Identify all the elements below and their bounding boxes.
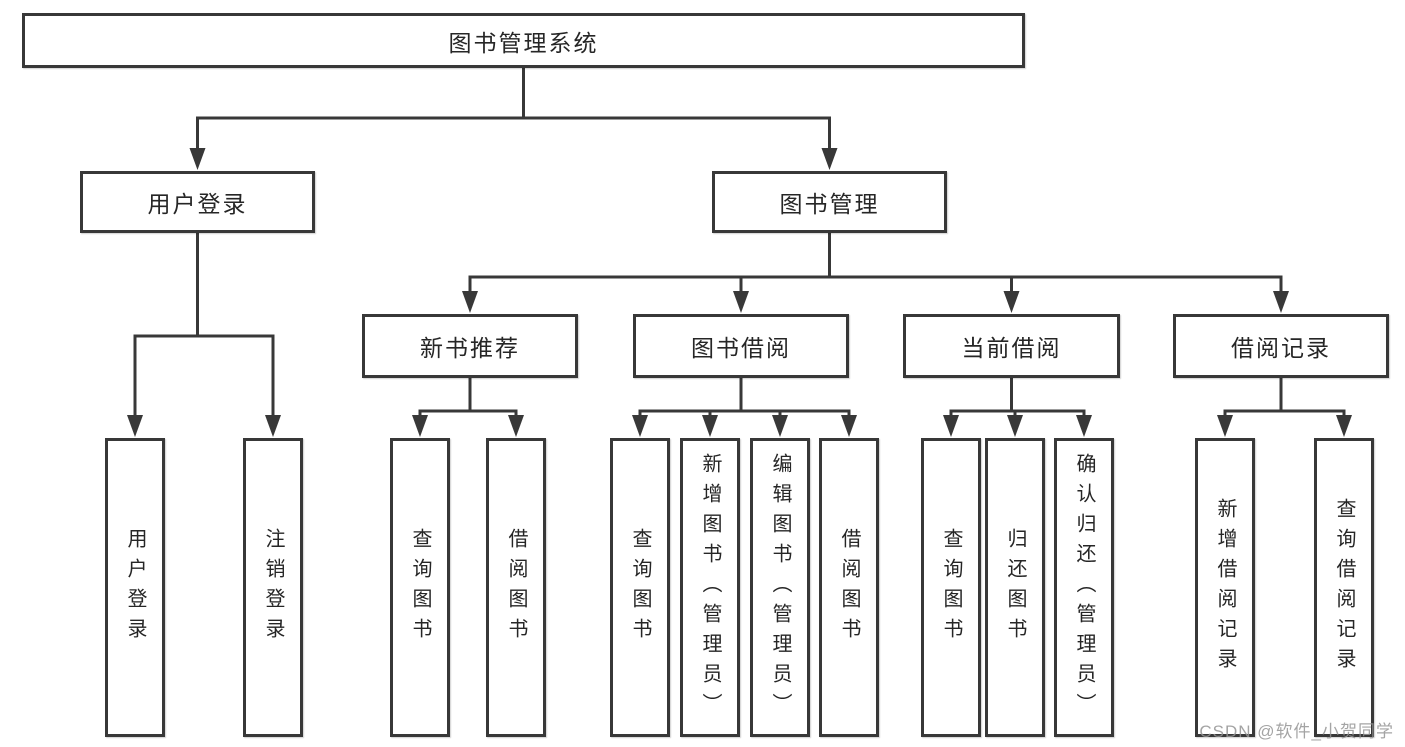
arrowhead-icon <box>1007 415 1023 437</box>
node-new-book-rec: 新书推荐 <box>362 314 578 378</box>
arrowhead-icon <box>189 148 206 170</box>
node-leaf-cb-query: 查询图书 <box>921 438 981 737</box>
arrowhead-icon <box>127 415 143 437</box>
node-leaf-bb-borrow: 借阅图书 <box>819 438 879 737</box>
arrowhead-icon <box>821 148 838 170</box>
node-book-mgmt: 图书管理 <box>712 171 947 233</box>
arrowhead-icon <box>733 291 749 313</box>
node-leaf-bb-add: 新增图书（管理员） <box>680 438 740 737</box>
arrowhead-icon <box>1273 291 1289 313</box>
arrowhead-icon <box>772 415 788 437</box>
node-leaf-rec-query: 查询图书 <box>390 438 450 737</box>
arrowhead-icon <box>462 291 478 313</box>
arrowhead-icon <box>702 415 718 437</box>
node-label: 查询图书 <box>629 527 651 648</box>
node-label: 图书管理 <box>779 191 880 217</box>
node-label: 借阅记录 <box>1231 335 1331 361</box>
node-label: 归还图书 <box>1004 527 1026 648</box>
arrowhead-icon <box>632 415 648 437</box>
node-label: 查询图书 <box>409 527 431 648</box>
arrowhead-icon <box>508 415 524 437</box>
node-label: 新增借阅记录 <box>1214 497 1236 678</box>
node-leaf-cb-return: 归还图书 <box>985 438 1045 737</box>
node-label: 用户登录 <box>124 527 146 648</box>
arrowhead-icon <box>1217 415 1233 437</box>
arrowhead-icon <box>1003 291 1020 313</box>
node-label: 查询图书 <box>940 527 962 648</box>
arrowhead-icon <box>841 415 857 437</box>
node-current-borrow: 当前借阅 <box>903 314 1120 378</box>
node-book-borrow: 图书借阅 <box>633 314 849 378</box>
node-label: 当前借阅 <box>961 335 1062 361</box>
node-leaf-user-login: 用户登录 <box>105 438 165 737</box>
node-label: 查询借阅记录 <box>1333 497 1355 678</box>
node-root: 图书管理系统 <box>22 13 1025 68</box>
arrowhead-icon <box>1076 415 1092 437</box>
arrowhead-icon <box>265 415 281 437</box>
arrowhead-icon <box>943 415 959 437</box>
node-leaf-bb-query: 查询图书 <box>610 438 670 737</box>
node-leaf-logout: 注销登录 <box>243 438 303 737</box>
node-leaf-br-add: 新增借阅记录 <box>1195 438 1255 737</box>
node-borrow-records: 借阅记录 <box>1173 314 1389 378</box>
node-label: 新增图书（管理员） <box>699 452 721 723</box>
node-leaf-cb-confirm: 确认归还（管理员） <box>1054 438 1114 737</box>
node-leaf-bb-edit: 编辑图书（管理员） <box>750 438 810 737</box>
node-label: 图书借阅 <box>691 335 791 361</box>
watermark: CSDN @软件_小贺同学 <box>1199 722 1394 741</box>
node-leaf-br-query: 查询借阅记录 <box>1314 438 1374 737</box>
node-label: 确认归还（管理员） <box>1073 452 1095 723</box>
node-label: 借阅图书 <box>505 527 527 648</box>
arrowhead-icon <box>1336 415 1352 437</box>
node-label: 注销登录 <box>262 527 284 648</box>
node-label: 借阅图书 <box>838 527 860 648</box>
node-leaf-rec-borrow: 借阅图书 <box>486 438 546 737</box>
node-label: 新书推荐 <box>420 335 520 361</box>
arrowhead-icon <box>412 415 428 437</box>
node-user-login: 用户登录 <box>80 171 315 233</box>
node-label: 图书管理系统 <box>448 29 599 56</box>
node-label: 编辑图书（管理员） <box>769 452 791 723</box>
node-label: 用户登录 <box>147 191 248 217</box>
